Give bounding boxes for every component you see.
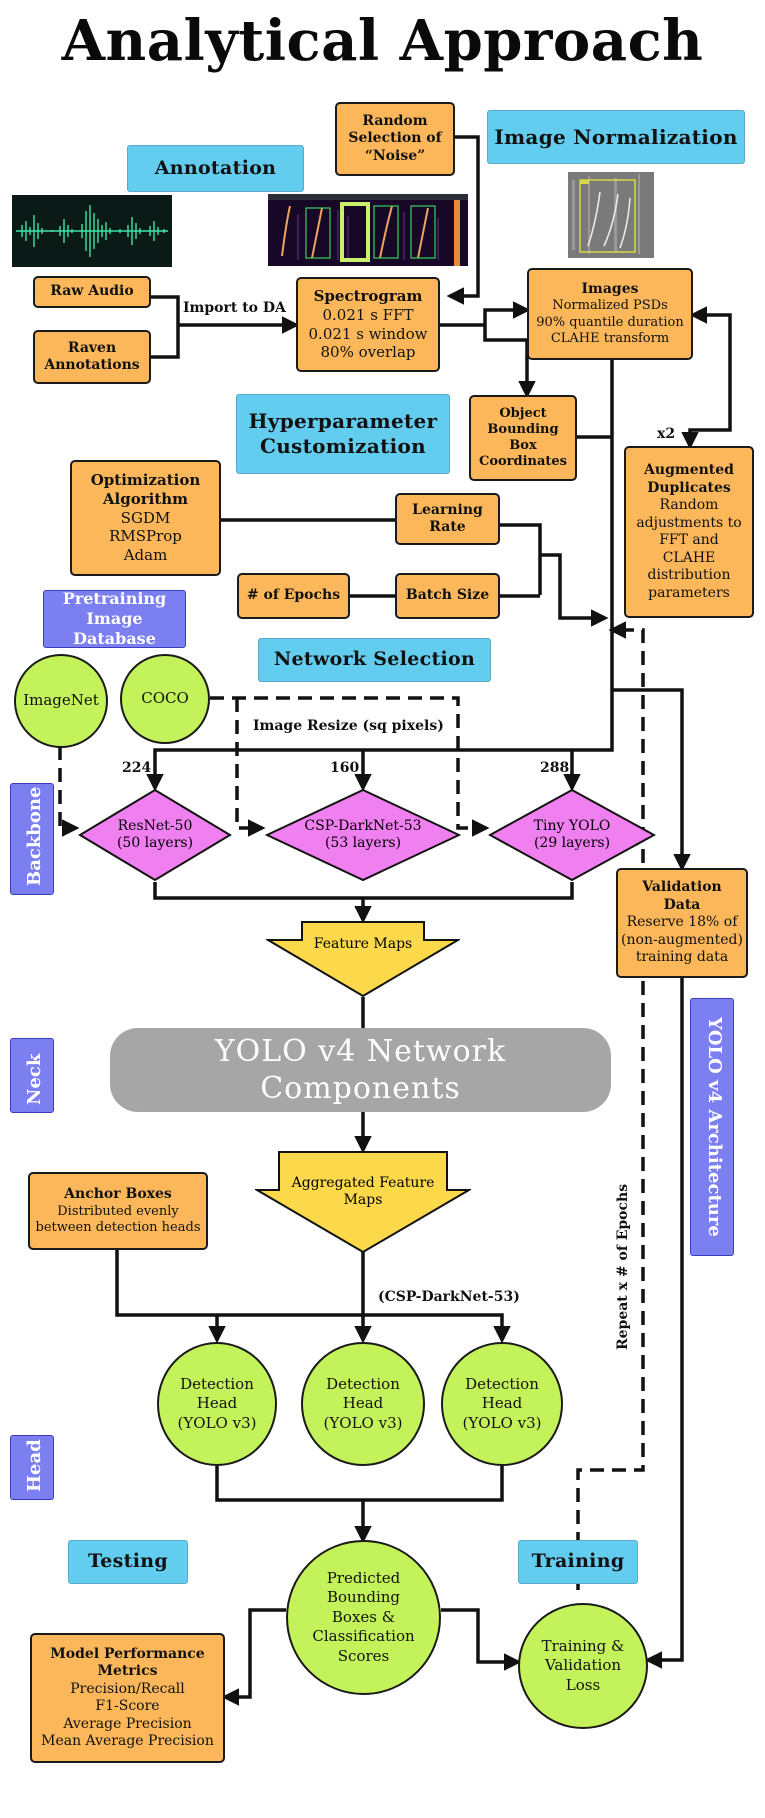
yolo-architecture-tag: YOLO v4 Architecture — [690, 998, 734, 1256]
cspdarknet-label: CSP-DarkNet-53 (53 layers) — [304, 817, 422, 852]
model-metrics-box: Model Performance Metrics Precision/Reca… — [30, 1633, 225, 1763]
head-tag: Head — [10, 1435, 54, 1500]
learning-rate-box: Learning Rate — [395, 493, 500, 545]
normalized-image — [568, 172, 654, 258]
section-network-selection: Network Selection — [258, 638, 491, 682]
image-resize-label: Image Resize (sq pixels) — [253, 718, 444, 734]
epochs-box: # of Epochs — [237, 573, 350, 619]
cspdarknet-diamond-shape — [265, 788, 461, 882]
page-title: Analytical Approach — [61, 8, 704, 74]
waveform-image — [12, 195, 172, 267]
augmented-duplicates-box: Augmented Duplicates Random adjustments … — [624, 446, 754, 618]
imagenet-circle: ImageNet — [14, 654, 108, 748]
feature-maps-arrow-shape — [266, 921, 460, 998]
validation-data-box: Validation Data Reserve 18% of (non-augm… — [616, 868, 748, 978]
to-images-arrow — [483, 301, 531, 325]
section-annotation: Annotation — [127, 145, 304, 192]
augment-arrow — [681, 306, 732, 450]
size-288-label: 288 — [540, 760, 570, 776]
csp-darknet-label: (CSP-DarkNet-53) — [378, 1289, 520, 1305]
neck-tag: Neck — [10, 1038, 54, 1113]
import-label: Import to DA — [183, 300, 286, 316]
batch-size-box: Batch Size — [395, 573, 500, 619]
to-obb-arrow — [483, 325, 536, 399]
backbone-tag: Backbone — [10, 783, 54, 895]
coco-dashed — [210, 696, 490, 837]
raw-audio-box: Raw Audio — [33, 276, 151, 308]
raven-annotations-box: Raven Annotations — [33, 330, 151, 384]
anchor-boxes-box: Anchor Boxes Distributed evenly between … — [28, 1172, 208, 1250]
random-noise-box: Random Selection of “Noise” — [335, 102, 455, 176]
repeat-epochs-label: Repeat x # of Epochs — [615, 1183, 631, 1350]
coco-circle: COCO — [120, 654, 210, 744]
resnet-diamond-shape — [78, 788, 232, 882]
repeat-dashed — [576, 621, 645, 1590]
section-testing: Testing — [68, 1540, 188, 1584]
resnet-label: ResNet-50 (50 layers) — [116, 817, 194, 852]
tinyyolo-diamond-shape — [488, 788, 656, 882]
section-hyperparameter: Hyperparameter Customization — [236, 394, 450, 474]
size-160-label: 160 — [330, 760, 360, 776]
aggregated-arrow-shape — [255, 1151, 471, 1254]
tinyyolo-label: Tiny YOLO (29 layers) — [533, 817, 611, 852]
images-box: Images Normalized PSDs 90% quantile dura… — [527, 268, 693, 360]
feature-maps-label: Feature Maps — [313, 936, 413, 953]
spectrogram-image — [268, 194, 468, 266]
x2-label: x2 — [657, 426, 676, 442]
imagenet-dashed — [58, 746, 80, 837]
noise-arrow — [446, 135, 480, 305]
section-training: Training — [518, 1540, 638, 1584]
optimization-box: Optimization Algorithm SGDM RMSProp Adam — [70, 460, 221, 576]
size-224-label: 224 — [122, 760, 152, 776]
yolo-components-block: YOLO v4 Network Components — [110, 1028, 611, 1112]
spectrogram-box: Spectrogram 0.021 s FFT 0.021 s window 8… — [296, 277, 440, 372]
obb-box: Object Bounding Box Coordinates — [469, 395, 577, 481]
section-image-normalization: Image Normalization — [487, 110, 745, 164]
pretraining-database-label: Pretraining Image Database — [43, 589, 186, 648]
audio-merge-line — [151, 295, 180, 359]
aggregated-label: Aggregated Feature Maps — [291, 1174, 435, 1209]
